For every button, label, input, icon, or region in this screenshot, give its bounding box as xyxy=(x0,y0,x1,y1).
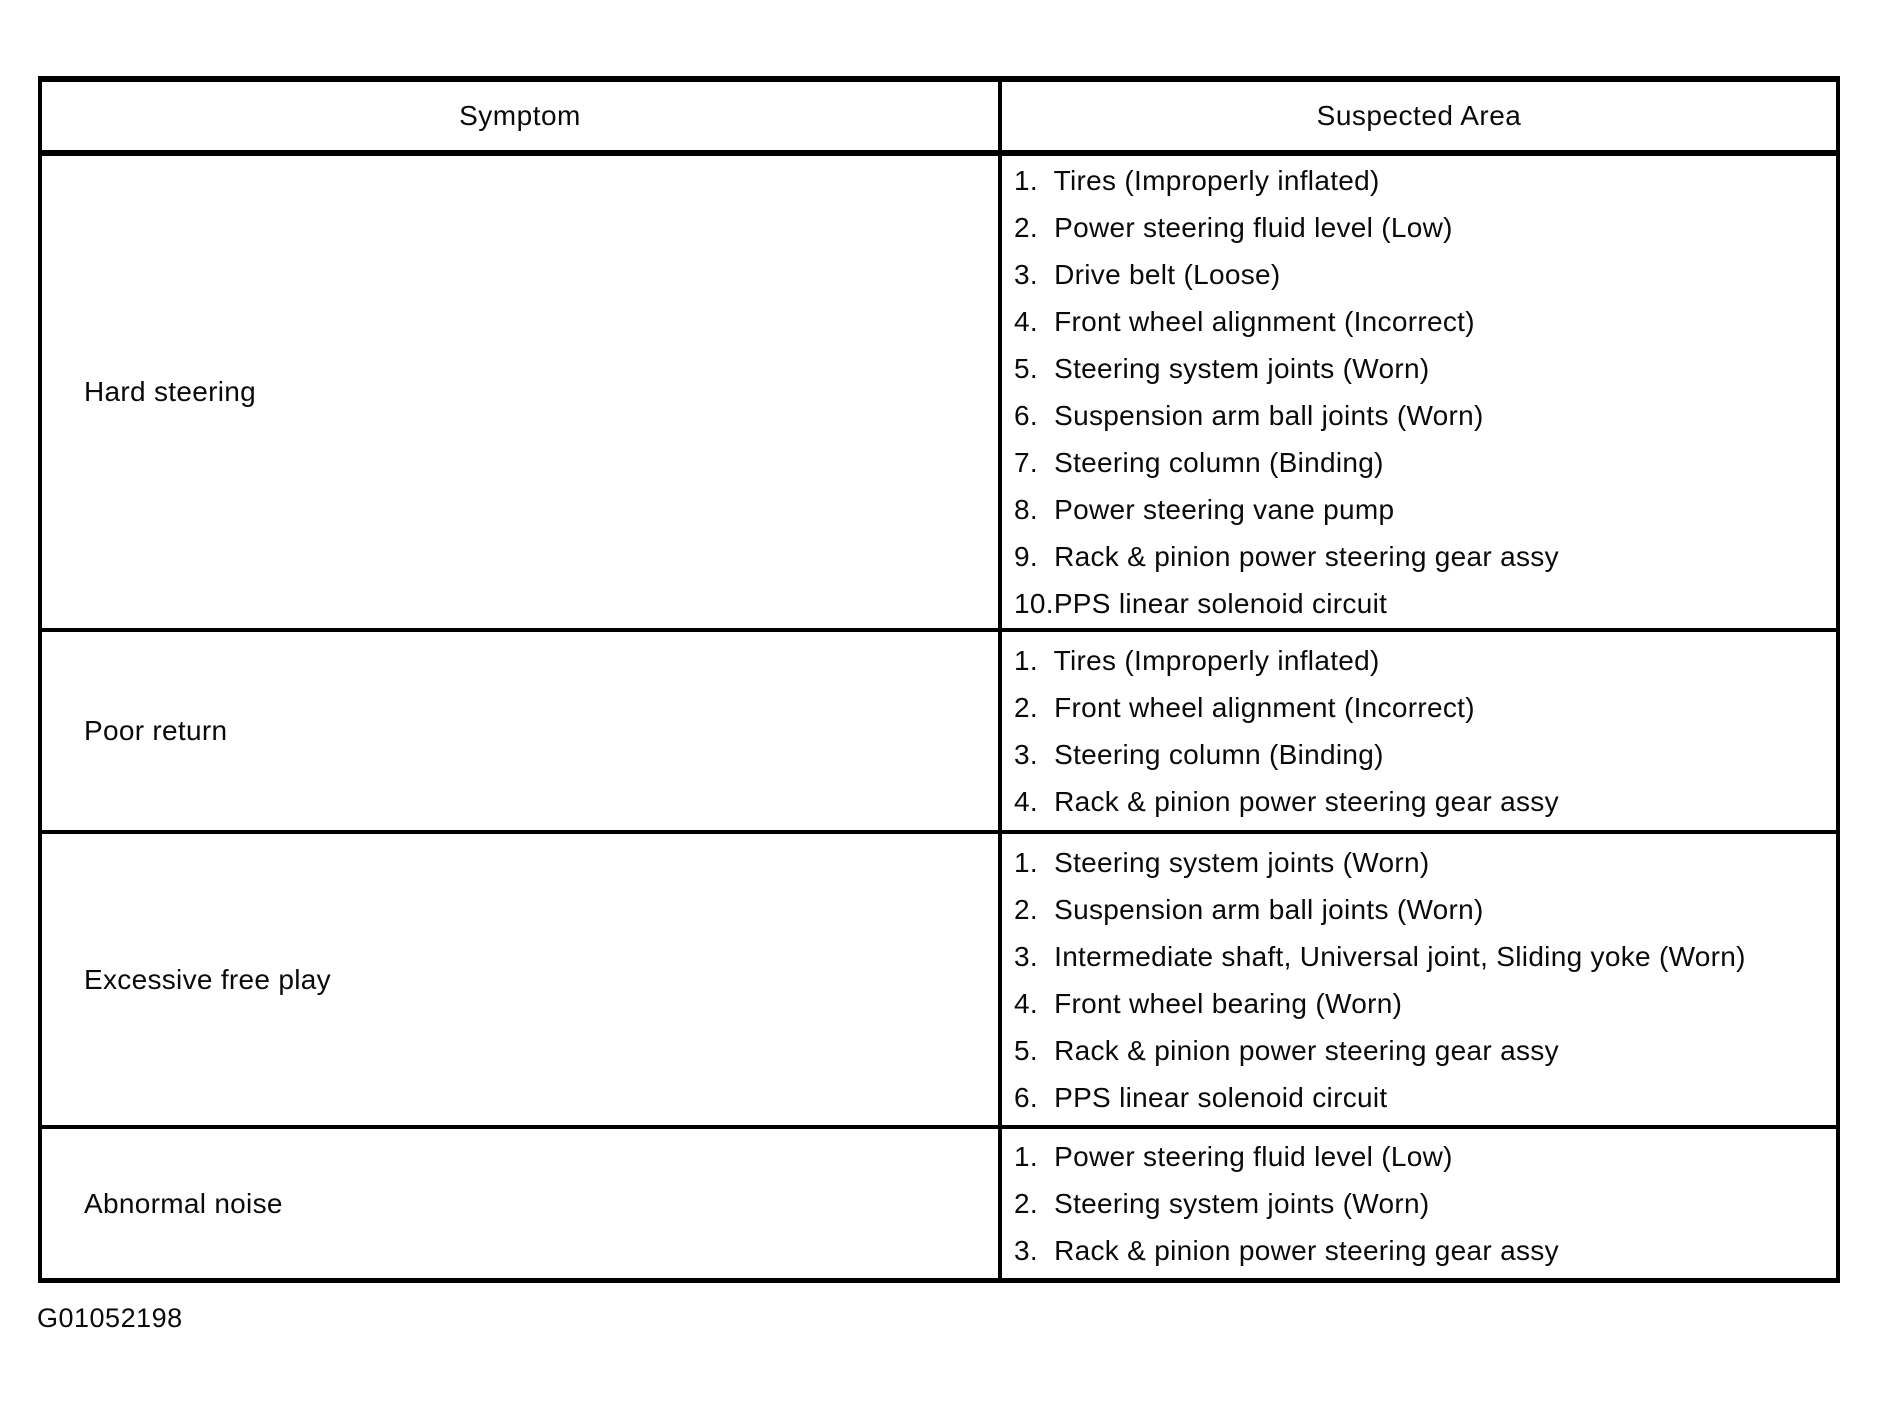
suspected-item: 4. Front wheel alignment (Incorrect) xyxy=(1014,306,1475,337)
suspected-item: 9. Rack & pinion power steering gear ass… xyxy=(1014,541,1559,572)
suspected-item: 2. Suspension arm ball joints (Worn) xyxy=(1014,893,1484,925)
suspected-item: 1. Tires (Improperly inflated) xyxy=(1014,645,1380,676)
suspected-item: 2. Steering system joints (Worn) xyxy=(1014,1188,1430,1219)
suspected-item: 2. Front wheel alignment (Incorrect) xyxy=(1014,692,1475,723)
symptom-cell-abnormal-noise: Abnormal noise xyxy=(42,1129,1002,1278)
suspected-item: 3. Intermediate shaft, Universal joint, … xyxy=(1014,940,1746,972)
suspected-item: 8. Power steering vane pump xyxy=(1014,494,1395,525)
suspected-item: 3. Drive belt (Loose) xyxy=(1014,259,1281,290)
suspected-area-cell-excessive-free-play: 1. Steering system joints (Worn) 2. Susp… xyxy=(1002,834,1836,1129)
suspected-item: 5. Steering system joints (Worn) xyxy=(1014,353,1430,384)
figure-code: G01052198 xyxy=(37,1303,183,1333)
suspected-item: 3. Steering column (Binding) xyxy=(1014,739,1384,770)
table-header-suspected-area: Suspected Area xyxy=(1002,82,1836,156)
suspected-item: 3. Rack & pinion power steering gear ass… xyxy=(1014,1235,1559,1266)
suspected-item: 7. Steering column (Binding) xyxy=(1014,447,1384,478)
suspected-area-cell-poor-return: 1. Tires (Improperly inflated) 2. Front … xyxy=(1002,632,1836,834)
suspected-item: 4. Front wheel bearing (Worn) xyxy=(1014,987,1403,1019)
symptom-cell-hard-steering: Hard steering xyxy=(42,156,1002,632)
suspected-item: 6. PPS linear solenoid circuit xyxy=(1014,1081,1388,1113)
suspected-item: 4. Rack & pinion power steering gear ass… xyxy=(1014,786,1559,817)
troubleshooting-table: Symptom Suspected Area Hard steering 1. … xyxy=(38,76,1840,1283)
suspected-item: 6. Suspension arm ball joints (Worn) xyxy=(1014,400,1484,431)
suspected-item: 1. Power steering fluid level (Low) xyxy=(1014,1141,1453,1172)
table-header-symptom: Symptom xyxy=(42,82,1002,156)
suspected-area-cell-abnormal-noise: 1. Power steering fluid level (Low) 2. S… xyxy=(1002,1129,1836,1278)
suspected-area-cell-hard-steering: 1. Tires (Improperly inflated) 2. Power … xyxy=(1002,156,1836,632)
suspected-item: 1. Steering system joints (Worn) xyxy=(1014,846,1430,878)
symptom-cell-excessive-free-play: Excessive free play xyxy=(42,834,1002,1129)
suspected-item: 2. Power steering fluid level (Low) xyxy=(1014,212,1453,243)
suspected-item: 10.PPS linear solenoid circuit xyxy=(1014,588,1388,619)
suspected-item: 1. Tires (Improperly inflated) xyxy=(1014,165,1380,196)
suspected-item: 5. Rack & pinion power steering gear ass… xyxy=(1014,1034,1559,1066)
symptom-cell-poor-return: Poor return xyxy=(42,632,1002,834)
